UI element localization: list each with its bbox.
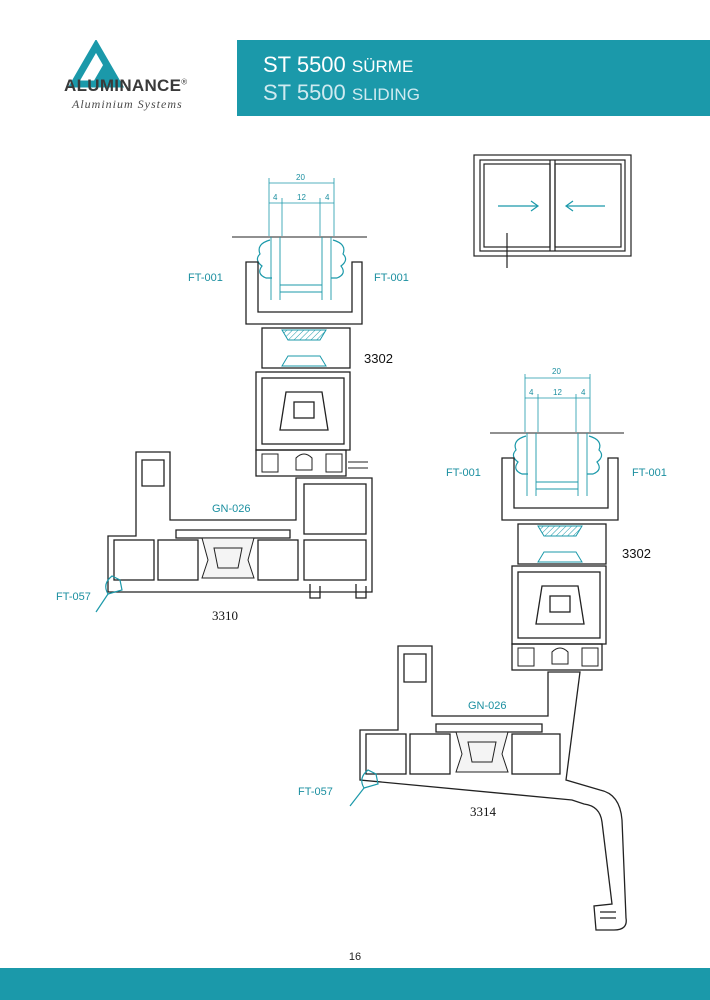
label-3302-right: 3302 bbox=[622, 546, 651, 561]
dim-side-left: 4 bbox=[273, 193, 278, 202]
glass-dimension-right bbox=[524, 374, 591, 432]
brand-logo: ALUMINANCE® Aluminium Systems bbox=[0, 40, 237, 116]
label-3302-left: 3302 bbox=[364, 351, 393, 366]
dim-mid: 12 bbox=[553, 388, 562, 397]
title-english: ST 5500 SLIDING bbox=[263, 80, 420, 105]
label-ft001-left-a: FT-001 bbox=[188, 272, 223, 284]
dim-mid: 12 bbox=[297, 193, 306, 202]
frame-profile-right bbox=[359, 645, 627, 931]
gasket-right-icon bbox=[512, 435, 603, 475]
frame-thermal-right-icon bbox=[455, 731, 509, 773]
dim-side-left: 4 bbox=[529, 388, 534, 397]
label-gn026-left: GN-026 bbox=[212, 503, 251, 515]
gasket-left-icon bbox=[256, 239, 347, 279]
label-ft001-right-b: FT-001 bbox=[632, 467, 667, 479]
sash-profile-right bbox=[501, 457, 619, 671]
title-turkish: ST 5500 SÜRME bbox=[263, 52, 414, 77]
title-band: ST 5500 SÜRME ST 5500 SLIDING bbox=[237, 40, 710, 116]
label-3314: 3314 bbox=[470, 804, 497, 819]
label-ft057-left: FT-057 bbox=[56, 591, 91, 603]
frame-profile-left bbox=[107, 451, 373, 599]
detail-left: 20 4 12 4 bbox=[56, 173, 409, 623]
glass-unit-left bbox=[270, 237, 332, 300]
dim-side-right: 4 bbox=[581, 388, 586, 397]
glass-dimension-left bbox=[268, 178, 335, 236]
page-footer-band bbox=[0, 968, 710, 1000]
bottom-gaskets-left bbox=[261, 453, 368, 473]
window-elevation-icon bbox=[473, 154, 632, 268]
thermal-break-left-icon bbox=[281, 329, 327, 367]
label-gn026-right: GN-026 bbox=[468, 700, 507, 712]
brush-seal-left-icon bbox=[95, 575, 123, 613]
logo-triangle-icon bbox=[67, 40, 125, 88]
brush-seal-right-icon bbox=[349, 769, 379, 807]
sash-profile-left bbox=[245, 261, 363, 477]
label-3310: 3310 bbox=[212, 608, 238, 623]
brand-subtitle: Aluminium Systems bbox=[72, 97, 183, 111]
label-ft057-right: FT-057 bbox=[298, 786, 333, 798]
page-header: ALUMINANCE® Aluminium Systems ST 5500 SÜ… bbox=[0, 40, 710, 116]
frame-thermal-left-icon bbox=[201, 537, 255, 579]
dim-total: 20 bbox=[296, 173, 305, 182]
dim-total: 20 bbox=[552, 367, 561, 376]
glass-unit-right bbox=[526, 433, 588, 496]
brand-name: ALUMINANCE® bbox=[64, 76, 188, 95]
bottom-gaskets-right bbox=[517, 647, 599, 667]
dim-side-right: 4 bbox=[325, 193, 330, 202]
detail-right: 20 4 12 4 bbox=[298, 367, 667, 931]
thermal-break-right-icon bbox=[537, 525, 583, 563]
label-ft001-right-a: FT-001 bbox=[446, 467, 481, 479]
label-ft001-left-b: FT-001 bbox=[374, 272, 409, 284]
page-number: 16 bbox=[348, 951, 362, 963]
